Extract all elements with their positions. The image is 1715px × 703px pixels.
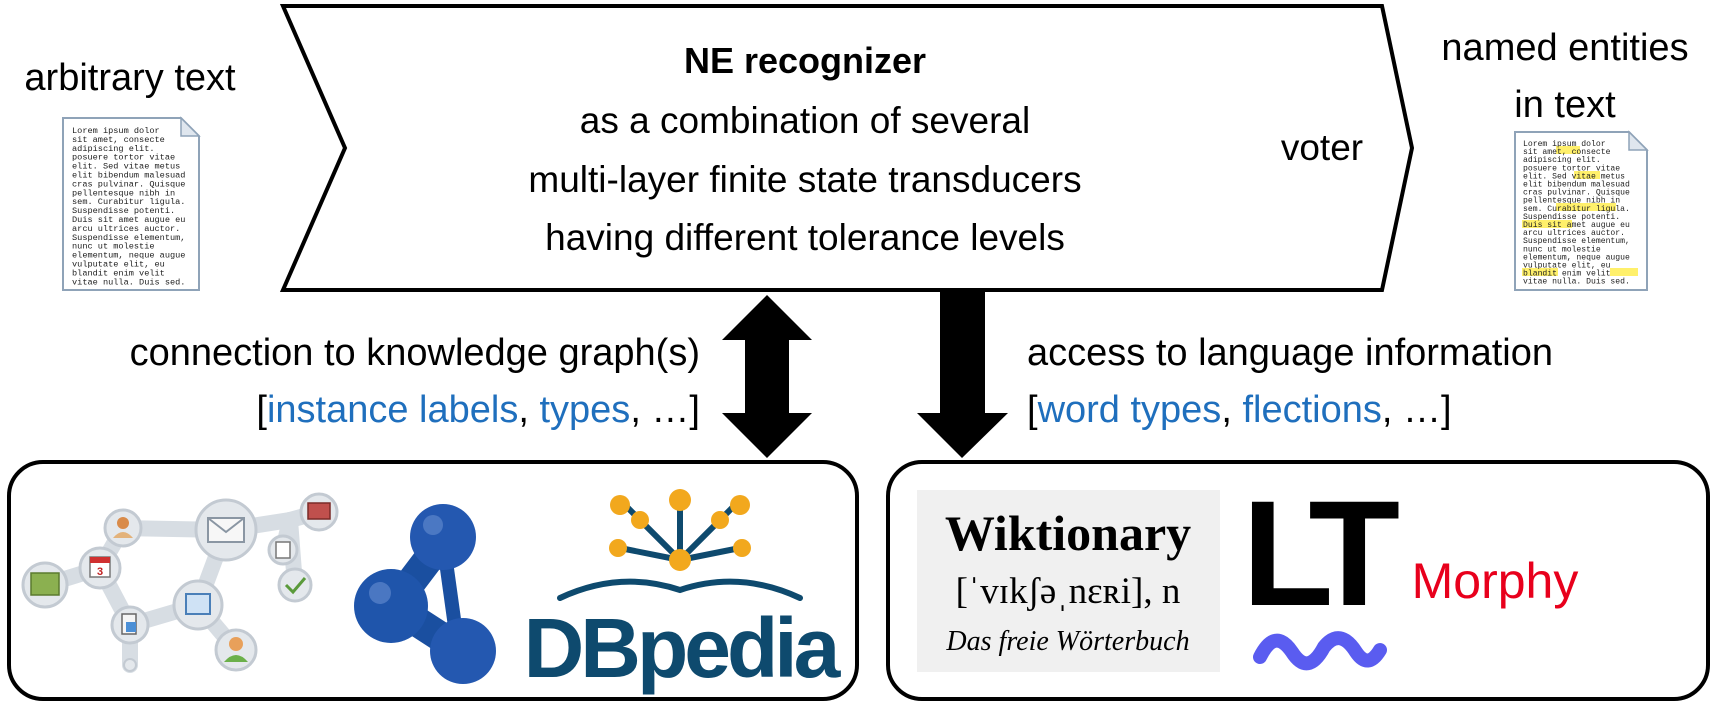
- types-link: types: [539, 389, 630, 431]
- document-text-line: arcu ultrices auctor.: [1523, 229, 1625, 238]
- document-text-line: adipiscing elit.: [1523, 156, 1601, 165]
- dbpedia-wordmark: DBpedia: [524, 601, 842, 695]
- recognizer-title: NE recognizer: [684, 40, 926, 81]
- document-text-line: Duis sit amet augue eu: [1523, 221, 1630, 230]
- document-text-line: posuere tortor vitae: [1523, 164, 1620, 173]
- document-text-line: adipiscing elit.: [72, 144, 155, 154]
- document-text-line: sit amet, consecte: [1523, 148, 1611, 157]
- knowledge-graph-icon: 3: [21, 492, 339, 673]
- document-text-line: Lorem ipsum dolor: [1523, 140, 1606, 149]
- document-text-line: sit amet, consecte: [72, 135, 165, 145]
- ne-recognizer-chevron: [279, 3, 1415, 292]
- bidirectional-arrow: [722, 295, 812, 458]
- down-arrow: [917, 292, 1008, 458]
- wiktionary-ipa: [ˈvɪkʃəˌnɛʀi], n: [956, 571, 1181, 612]
- language-info-heading: access to language information: [1027, 332, 1553, 374]
- document-text-line: sem. Curabitur ligula.: [72, 197, 185, 207]
- recognizer-line3: having different tolerance levels: [545, 217, 1065, 258]
- document-text-line: vitae nulla. Duis sed.: [1523, 278, 1630, 287]
- document-text-line: blandit enim velit: [1523, 270, 1611, 279]
- document-text-line: pellentesque nibh in: [1523, 197, 1620, 206]
- svg-text:3: 3: [97, 566, 103, 578]
- recognizer-line1: as a combination of several: [580, 100, 1030, 141]
- document-text-line: elit bibendum malesuad: [1523, 181, 1630, 190]
- output-label-line2: in text: [1514, 84, 1616, 126]
- document-text-line: Suspendisse elementum,: [1523, 237, 1630, 246]
- wiktionary-title: Wiktionary: [945, 505, 1191, 561]
- document-text-line: Duis sit amet augue eu: [72, 215, 185, 225]
- document-text-line: elementum, neque augue: [1523, 253, 1630, 262]
- document-text-line: elementum, neque augue: [72, 251, 185, 261]
- knowledge-graph-items: [instance labels, types, …]: [256, 389, 700, 431]
- rdf-logo-icon: [354, 504, 496, 684]
- document-text-line: vulputate elit, eu: [72, 260, 165, 270]
- document-text-line: sem. Curabitur ligula.: [1523, 205, 1630, 214]
- document-text-line: cras pulvinar. Quisque: [72, 179, 185, 189]
- lt-wordmark: LT: [1242, 469, 1399, 637]
- languagetool-logo: LT: [1242, 469, 1413, 671]
- voter-label: voter: [1281, 127, 1363, 168]
- instance-labels-link: instance labels: [267, 389, 518, 431]
- document-text-line: nunc ut molestie: [72, 242, 155, 252]
- flections-link: flections: [1242, 389, 1381, 431]
- document-text-line: vitae nulla. Duis sed.: [72, 277, 185, 287]
- document-text-line: posuere tortor vitae: [72, 153, 175, 163]
- language-info-items: [word types, flections, …]: [1027, 389, 1452, 431]
- document-text-line: arcu ultrices auctor.: [72, 224, 180, 234]
- recognizer-line2: multi-layer finite state transducers: [528, 159, 1081, 200]
- input-label: arbitrary text: [24, 57, 236, 99]
- document-text-line: blandit enim velit: [72, 268, 165, 278]
- document-text-line: nunc ut molestie: [1523, 245, 1601, 254]
- wiktionary-subtitle: Das freie Wörterbuch: [945, 626, 1189, 657]
- document-text-line: cras pulvinar. Quisque: [1523, 189, 1630, 198]
- knowledge-graph-heading: connection to knowledge graph(s): [130, 332, 700, 374]
- document-text-line: elit. Sed vitae metus: [72, 162, 185, 172]
- document-text-line: elit bibendum malesuad: [72, 171, 185, 181]
- morphy-logo: Morphy: [1412, 553, 1579, 609]
- document-text-line: Lorem ipsum dolor: [72, 126, 160, 136]
- word-types-link: word types: [1037, 389, 1222, 431]
- output-label-line1: named entities: [1441, 27, 1688, 69]
- document-text-line: Suspendisse elementum,: [72, 233, 185, 243]
- document-text-line: Suspendisse potenti.: [72, 206, 175, 216]
- document-text-line: vulputate elit, eu: [1523, 262, 1611, 271]
- dbpedia-logo: DBpedia: [524, 489, 846, 695]
- document-text-line: pellentesque nibh in: [72, 188, 175, 198]
- document-text-line: elit. Sed vitae metus: [1523, 172, 1630, 181]
- wiktionary-logo: Wiktionary [ˈvɪkʃəˌnɛʀi], n Das freie Wö…: [917, 490, 1220, 672]
- document-text-line: Suspendisse potenti.: [1523, 213, 1620, 222]
